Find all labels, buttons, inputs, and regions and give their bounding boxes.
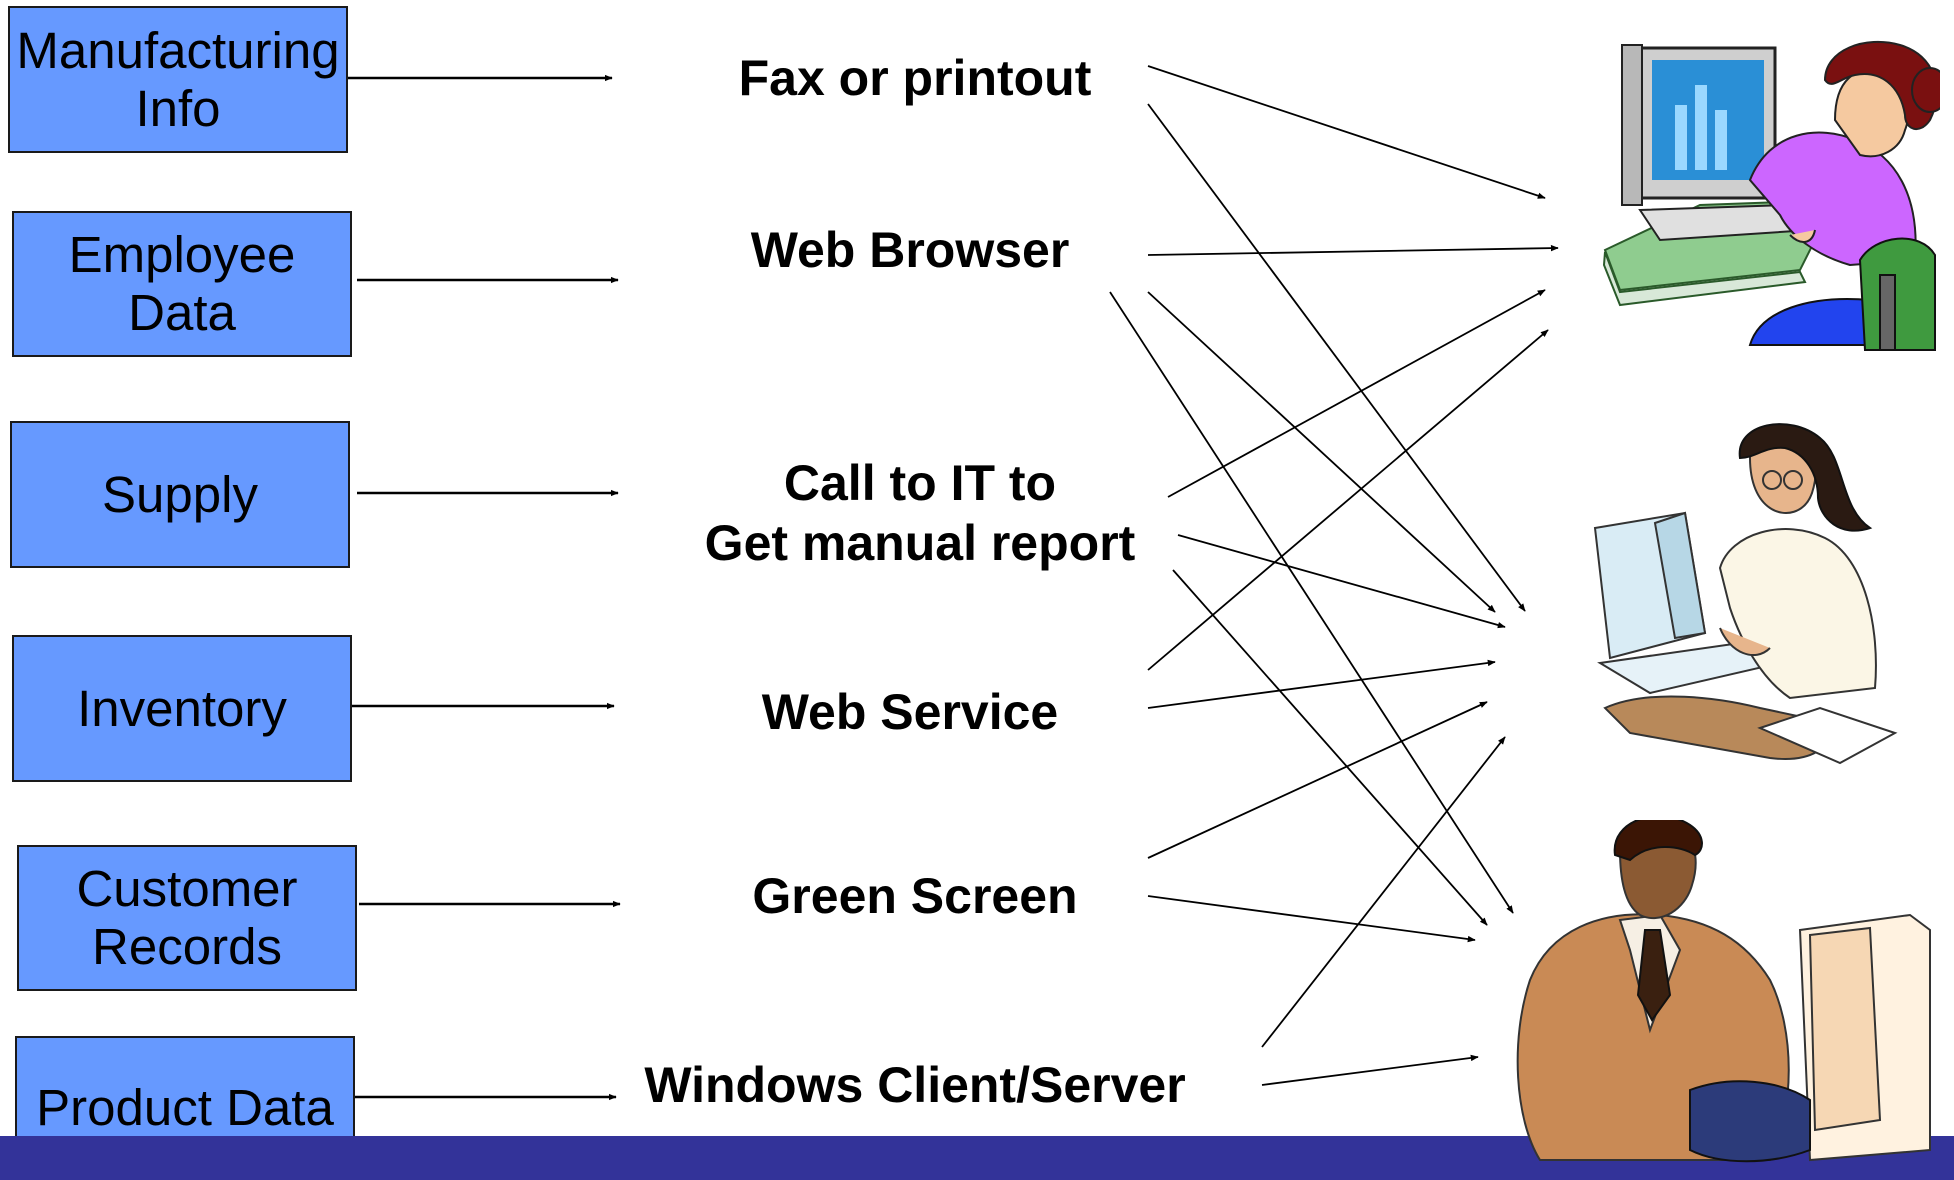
arrow-windows-to-user2	[1261, 736, 1506, 1048]
arrow-greenscreen-to-user2	[1147, 701, 1488, 859]
arrow-browser-to-user2	[1147, 291, 1496, 613]
arrow-windows-to-user3	[1261, 1054, 1479, 1086]
source-box-supply: Supply	[10, 421, 350, 568]
arrow-fax-to-user2	[1147, 103, 1526, 612]
woman-at-computer-icon	[1602, 40, 1940, 351]
arrow-browser-to-user3	[1109, 291, 1514, 914]
arrow-fax-to-user1	[1147, 65, 1546, 199]
channel-label-web-browser: Web Browser	[750, 222, 1070, 278]
arrow-callit-to-user2	[1177, 534, 1506, 629]
channel-label-windows-client-server: Windows Client/Server	[644, 1057, 1186, 1113]
channel-label-green-screen: Green Screen	[752, 868, 1078, 924]
source-box-customer: Customer Records	[17, 845, 357, 991]
office-worker-woman-icon	[1593, 423, 1898, 765]
arrow-greenscreen-to-user3	[1147, 895, 1476, 943]
source-box-inventory: Inventory	[12, 635, 352, 782]
channel-label-fax: Fax or printout	[738, 50, 1092, 106]
arrow-callit-to-user3	[1172, 569, 1488, 926]
arrow-browser-to-user1	[1147, 244, 1559, 256]
channel-label-web-service: Web Service	[761, 684, 1059, 740]
arrow-webservice-to-user2	[1147, 659, 1496, 709]
businessman-at-computer-icon	[1516, 820, 1931, 1163]
source-box-manufacturing: Manufacturing Info	[8, 6, 348, 153]
arrow-callit-to-user1	[1167, 289, 1546, 498]
arrow-webservice-to-user1	[1147, 329, 1549, 671]
channel-label-call-it: Call to IT to Get manual report	[704, 455, 1136, 571]
source-box-employee: Employee Data	[12, 211, 352, 357]
